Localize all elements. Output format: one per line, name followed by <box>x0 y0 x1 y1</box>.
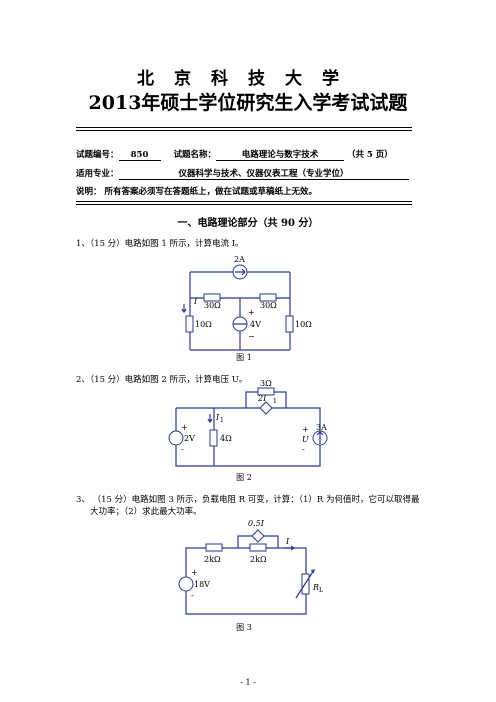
fig1-resistor-30-left <box>203 293 221 302</box>
fig3-voltage-source <box>178 576 194 592</box>
figure-1-caption: 图 1 <box>236 353 252 362</box>
fig3-label-rl: R <box>312 583 319 592</box>
fig2-label-2i: 2I <box>257 394 267 403</box>
fig2-label-plus: + <box>181 423 188 432</box>
question-3-text-line-2: 大功率；（2）求此最大功率。 <box>90 507 202 517</box>
fig1-label-4v: 4V <box>250 320 261 329</box>
fig1-label-30-right: 30Ω <box>260 301 277 310</box>
figure-3-circuit: 0.5I 2kΩ 2kΩ I 18V + - R L <box>178 519 323 615</box>
fig2-label-i1: I <box>215 413 220 422</box>
exam-code-line: 试题编号：850 试题名称：电路理论与数字技术 （共 5 页） <box>76 148 393 161</box>
fig2-wire-outer <box>175 407 321 467</box>
fig3-label-2k-left: 2kΩ <box>204 555 221 564</box>
exam-code-value: 850 <box>118 150 161 161</box>
exam-code-label: 试题编号： <box>76 150 119 160</box>
fig1-label-plus: + <box>248 308 255 317</box>
fig3-dependent-source <box>251 529 265 543</box>
fig3-label-rl-sub: L <box>319 587 323 594</box>
fig2-label-2v: 2V <box>184 434 195 443</box>
exam-title: 2013年硕士学位研究生入学考试试题 <box>88 92 408 114</box>
exam-pages: （共 5 页） <box>346 150 393 160</box>
fig3-label-18v: 18V <box>194 580 210 589</box>
fig2-dependent-source <box>259 401 273 415</box>
question-3-text-line-1: 3、 （15 分）电路如图 3 所示，负载电阻 R 可变，计算：（1）R 为何值… <box>76 495 420 505</box>
fig2-current-arrow <box>316 431 324 444</box>
figure-2-circuit: 3Ω 2I 1 2V + - 4Ω I 1 U + - 3A <box>168 379 328 467</box>
fig1-current-i-arrow <box>181 304 187 314</box>
fig2-label-3ohm: 3Ω <box>260 379 272 388</box>
fig2-label-u-plus: + <box>302 425 309 434</box>
exam-note: 说明： 所有答案必须写在答题纸上，做在试题或草稿纸上无效。 <box>76 187 317 197</box>
question-2-text: 2、（15 分）电路如图 2 所示，计算电压 U。 <box>76 375 248 385</box>
fig3-current-arrow <box>284 545 296 551</box>
fig2-label-4ohm: 4Ω <box>220 434 232 443</box>
fig1-label-10-right: 10Ω <box>295 320 312 329</box>
fig1-resistor-30-right <box>259 293 277 302</box>
fig3-label-05i: 0.5I <box>248 519 265 528</box>
fig1-resistor-10-left <box>185 315 194 333</box>
header-rule-top <box>76 127 412 128</box>
fig2-label-2i-sub: 1 <box>273 398 277 405</box>
fig1-label-30-left: 30Ω <box>204 301 221 310</box>
fig1-label-2a: 2A <box>234 255 245 264</box>
fig2-label-3a: 3A <box>316 423 327 432</box>
fig3-label-minus: - <box>191 591 194 600</box>
major-line: 适用专业：仪器科学与技术、仪器仪表工程（专业学位） <box>76 167 409 180</box>
fig3-label-plus: + <box>191 568 198 577</box>
major-value: 仪器科学与技术、仪器仪表工程（专业学位） <box>118 167 409 180</box>
header-rule-top-2 <box>76 130 412 131</box>
fig2-label-u-minus: - <box>302 445 305 454</box>
fig2-label-i1-sub: 1 <box>220 417 224 424</box>
fig3-label-i: I <box>285 537 290 546</box>
section-title: 一、电路理论部分（共 90 分） <box>177 218 319 229</box>
fig3-resistor-2k-right <box>249 543 267 552</box>
header-rule-bottom-2 <box>76 204 412 205</box>
fig3-label-2k-right: 2kΩ <box>250 555 267 564</box>
fig3-resistor-2k-left <box>205 543 223 552</box>
exam-name-value: 电路理论与数字技术 <box>216 148 344 161</box>
question-1-text: 1、（15 分）电路如图 1 所示，计算电流 I。 <box>76 239 244 249</box>
fig1-resistor-10-right <box>285 315 294 333</box>
fig2-label-minus: - <box>181 445 184 454</box>
university-title: 北京科技大学 <box>137 69 359 89</box>
figure-3-caption: 图 3 <box>236 623 252 632</box>
fig1-label-minus: − <box>248 332 255 341</box>
fig3-variable-arrow <box>295 569 315 599</box>
fig1-current-arrow <box>235 268 246 276</box>
exam-name-label: 试题名称： <box>173 150 216 160</box>
fig2-resistor-4 <box>209 429 218 447</box>
fig2-resistor-3 <box>257 387 275 396</box>
fig1-label-i: I <box>193 297 198 306</box>
fig2-voltage-source <box>168 430 184 446</box>
major-label: 适用专业： <box>76 169 119 179</box>
fig2-current-i1-arrow <box>207 414 213 424</box>
figure-1-circuit: 2A 30Ω 30Ω 10Ω 4V 10Ω I + − <box>181 255 312 351</box>
fig1-label-10-left: 10Ω <box>195 320 212 329</box>
fig2-label-u: U <box>302 435 309 444</box>
header-rule-bottom <box>76 201 412 202</box>
page-number: - 1 - <box>240 678 256 687</box>
figure-2-caption: 图 2 <box>236 473 252 482</box>
